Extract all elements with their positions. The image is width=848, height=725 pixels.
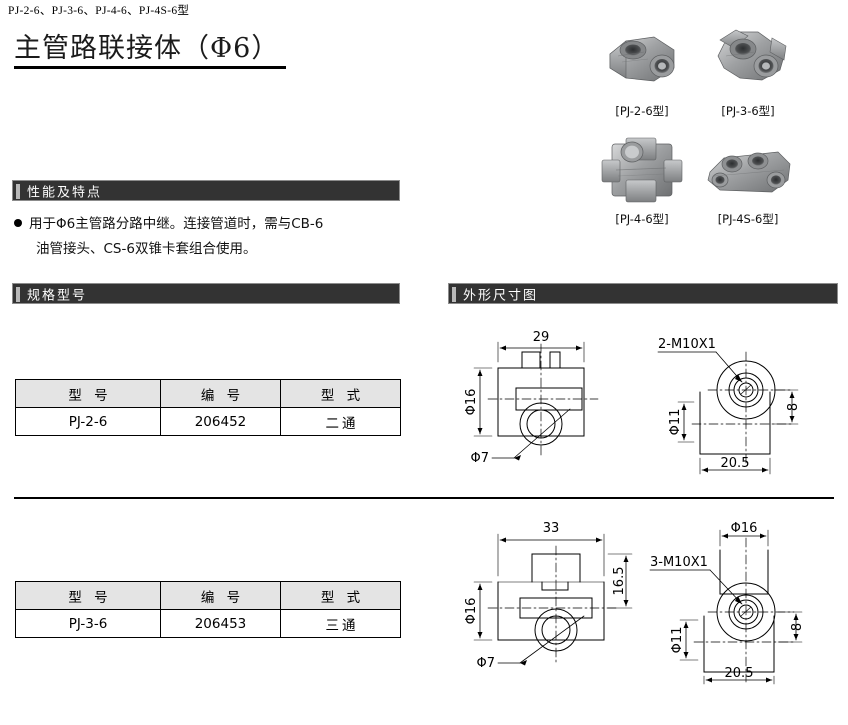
dim-side-thread-a: 2-M10X1 xyxy=(658,337,716,352)
dimension-drawing-pj-3-6: 33 Φ16 16.5 Φ7 Φ16 3-M10X1 Φ11 8 20.5 xyxy=(462,520,848,690)
cell-number: 206453 xyxy=(160,609,281,638)
column-header-number: 编 号 xyxy=(160,379,281,408)
dim-front-height-b: Φ16 xyxy=(464,598,479,625)
section-header-specs: 规格型号 xyxy=(12,283,400,304)
dim-front-height-a: Φ16 xyxy=(464,389,479,416)
dim-side-width-b: 20.5 xyxy=(725,666,754,681)
dim-front-branch-b: 16.5 xyxy=(612,567,627,596)
product-photo-pj-3-6: [PJ-3-6型] xyxy=(700,22,796,119)
fitting-4s-way-image xyxy=(707,151,791,193)
section-accent-block xyxy=(16,287,20,302)
dim-side-offset-a: 8 xyxy=(786,403,801,411)
drawing-svg-b: 33 Φ16 16.5 Φ7 Φ16 3-M10X1 Φ11 8 20.5 xyxy=(464,521,805,685)
section-divider xyxy=(14,497,834,499)
cell-model: PJ-3-6 xyxy=(15,609,161,638)
dim-front-bore-a: Φ7 xyxy=(470,451,489,466)
section-header-dimensions: 外形尺寸图 xyxy=(448,283,838,304)
dim-side-offset-b: 8 xyxy=(790,623,805,631)
photo-caption: [PJ-3-6型] xyxy=(721,104,775,118)
dim-front-width-a: 29 xyxy=(533,330,550,345)
drawing-svg-a: 29 Φ16 Φ7 2-M10X1 Φ11 8 20.5 xyxy=(464,330,801,475)
cell-model: PJ-2-6 xyxy=(15,407,161,436)
photo-caption: [PJ-2-6型] xyxy=(615,104,669,118)
column-header-model: 型 号 xyxy=(15,379,161,408)
dim-side-width-a: 20.5 xyxy=(721,456,750,471)
cell-number: 206452 xyxy=(160,407,281,436)
page-title: 主管路联接体（Φ6） xyxy=(14,33,280,64)
photo-caption: [PJ-4S-6型] xyxy=(717,212,779,226)
title-underline xyxy=(14,66,286,69)
product-photo-pj-4-6: [PJ-4-6型] xyxy=(596,136,688,227)
product-photo-pj-2-6: [PJ-2-6型] xyxy=(596,24,688,119)
section-accent-block xyxy=(16,184,20,199)
dim-front-bore-b: Φ7 xyxy=(476,656,495,671)
features-text: 用于Φ6主管路分路中继。连接管道时，需与CB-6 油管接头、CS-6双锥卡套组合… xyxy=(14,212,409,262)
dim-side-thread-b: 3-M10X1 xyxy=(650,555,708,570)
section-header-label: 外形尺寸图 xyxy=(463,288,539,303)
dimension-drawing-pj-2-6: 29 Φ16 Φ7 2-M10X1 Φ11 8 20.5 xyxy=(462,330,848,485)
column-header-number: 编 号 xyxy=(160,581,281,610)
table-header-row: 型 号 编 号 型 式 xyxy=(15,581,401,610)
fitting-2way-image xyxy=(609,36,675,82)
fitting-3way-image xyxy=(717,29,787,81)
section-header-features: 性能及特点 xyxy=(12,180,400,201)
feature-line-1: 用于Φ6主管路分路中继。连接管道时，需与CB-6 xyxy=(29,216,324,232)
bullet-icon xyxy=(14,219,22,227)
fitting-4way-image xyxy=(601,137,683,203)
dim-front-width-b: 33 xyxy=(543,521,560,536)
spec-table-pj-2-6: 型 号 编 号 型 式 PJ-2-6 206452 二通 xyxy=(15,379,401,436)
cell-type: 三通 xyxy=(280,609,401,638)
section-header-label: 规格型号 xyxy=(27,288,88,303)
table-row: PJ-2-6 206452 二通 xyxy=(15,407,401,436)
model-code-line: PJ-2-6、PJ-3-6、PJ-4-6、PJ-4S-6型 xyxy=(8,5,190,17)
spec-table-pj-3-6: 型 号 编 号 型 式 PJ-3-6 206453 三通 xyxy=(15,581,401,638)
feature-line-2: 油管接头、CS-6双锥卡套组合使用。 xyxy=(36,241,257,257)
dim-side-top-b: Φ16 xyxy=(731,521,758,536)
table-row: PJ-3-6 206453 三通 xyxy=(15,609,401,638)
product-photo-pj-4s-6: [PJ-4S-6型] xyxy=(700,138,796,227)
table-header-row: 型 号 编 号 型 式 xyxy=(15,379,401,408)
cell-type: 二通 xyxy=(280,407,401,436)
photo-caption: [PJ-4-6型] xyxy=(615,212,669,226)
dim-side-height-a: Φ11 xyxy=(668,409,683,436)
column-header-type: 型 式 xyxy=(280,379,401,408)
section-accent-block xyxy=(452,287,456,302)
column-header-type: 型 式 xyxy=(280,581,401,610)
column-header-model: 型 号 xyxy=(15,581,161,610)
section-header-label: 性能及特点 xyxy=(27,185,103,200)
dim-side-height-b: Φ11 xyxy=(670,627,685,654)
